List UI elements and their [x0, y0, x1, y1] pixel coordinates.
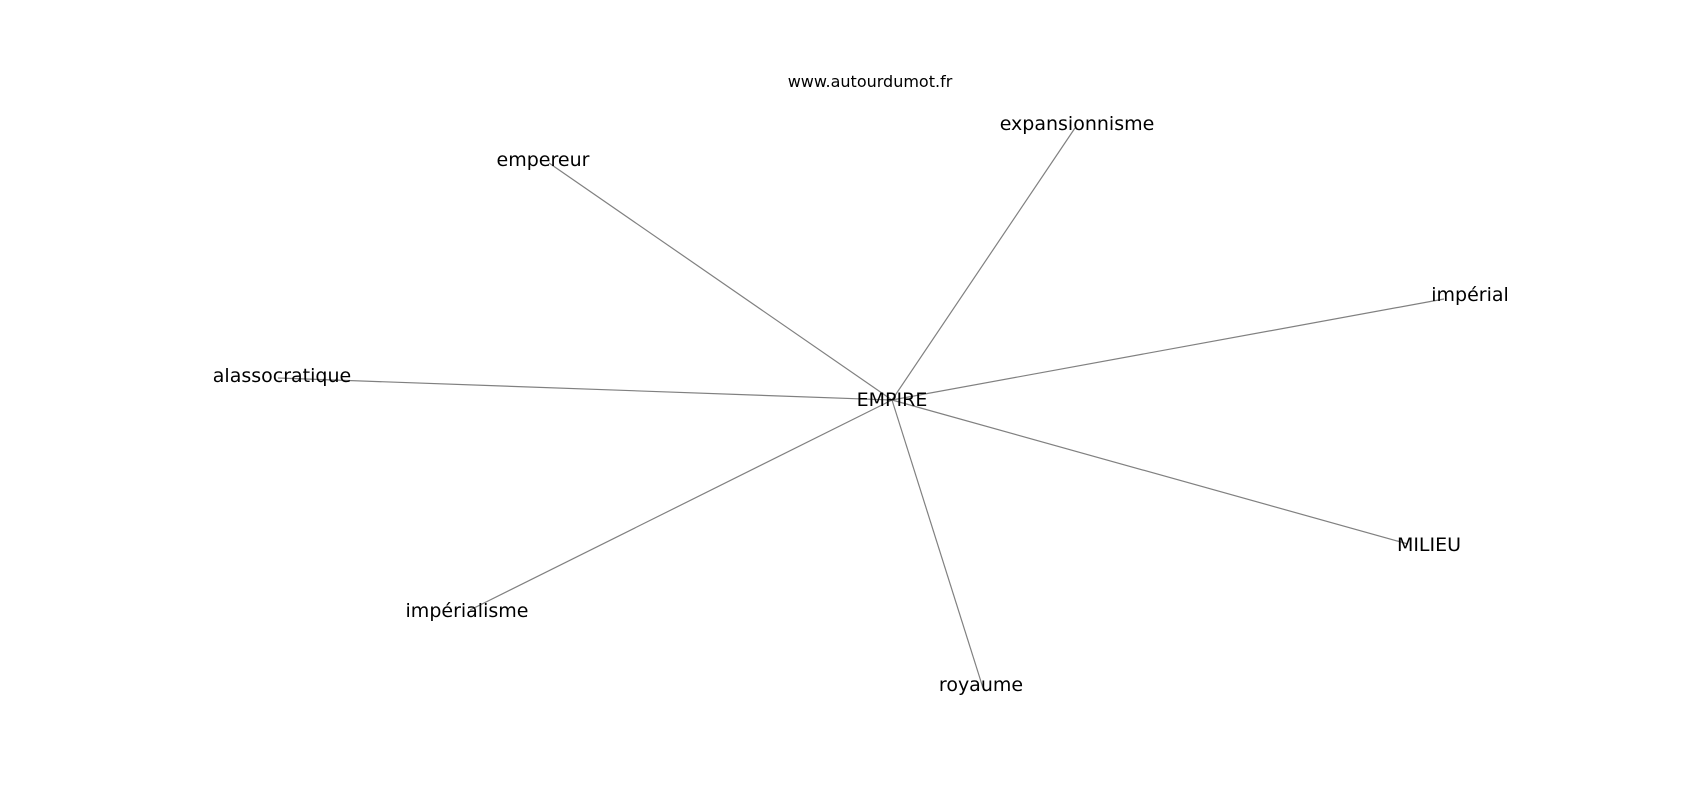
node-label-milieu[interactable]: MILIEU — [1397, 534, 1461, 556]
edge-empire-alassocratique — [277, 377, 893, 401]
edge-empire-imperial — [891, 298, 1445, 401]
edge-empire-milieu — [891, 399, 1409, 545]
node-label-imperialisme[interactable]: impérialisme — [406, 600, 529, 622]
node-label-empereur[interactable]: empereur — [497, 149, 590, 171]
edge-empire-empereur — [548, 162, 893, 401]
node-label-expansionnisme[interactable]: expansionnisme — [1000, 113, 1155, 135]
node-label-royaume[interactable]: royaume — [939, 674, 1023, 696]
labels-layer: www.autourdumot.fr EMPIRE expansionnisme… — [213, 72, 1509, 696]
node-label-empire[interactable]: EMPIRE — [857, 389, 928, 411]
node-label-imperial[interactable]: impérial — [1431, 284, 1509, 306]
node-label-alassocratique[interactable]: alassocratique — [213, 365, 351, 387]
edge-empire-royaume — [891, 399, 984, 689]
edges-layer — [277, 127, 1445, 689]
edge-empire-imperialisme — [469, 399, 893, 611]
source-label[interactable]: www.autourdumot.fr — [788, 72, 953, 91]
edge-empire-expansionnisme — [891, 127, 1076, 401]
